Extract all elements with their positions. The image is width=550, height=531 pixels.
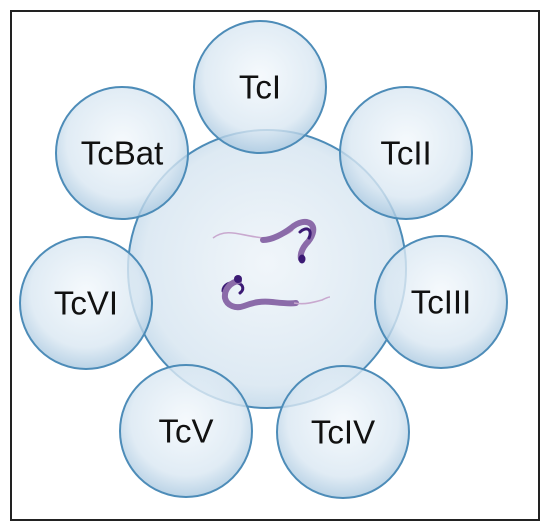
- lineage-tciii: TcIII: [374, 235, 508, 369]
- lineage-circle: [193, 20, 327, 154]
- lineage-circle: [55, 86, 189, 220]
- lineage-circle: [339, 86, 473, 220]
- lineage-circle: [119, 364, 253, 498]
- lineage-tciv: TcIV: [276, 365, 410, 499]
- lineage-circle: [276, 365, 410, 499]
- lineage-tci: TcI: [193, 20, 327, 154]
- lineage-label-tcvi: TcVI: [54, 285, 118, 322]
- lineage-circle: [374, 235, 508, 369]
- lineage-label-tciv: TcIV: [311, 414, 375, 451]
- lineage-tcvi: TcVI: [19, 236, 153, 370]
- lineage-label-tcbat: TcBat: [81, 135, 164, 172]
- trypanosoma-parasites-icon: [212, 218, 331, 311]
- lineage-tcii: TcII: [339, 86, 473, 220]
- lineage-label-tciii: TcIII: [411, 284, 472, 321]
- lineage-label-tcii: TcII: [380, 135, 431, 172]
- lineage-label-tci: TcI: [239, 69, 281, 106]
- lineage-circle: [19, 236, 153, 370]
- lineage-label-tcv: TcV: [158, 413, 213, 450]
- lineage-tcv: TcV: [119, 364, 253, 498]
- lineage-tcbat: TcBat: [55, 86, 189, 220]
